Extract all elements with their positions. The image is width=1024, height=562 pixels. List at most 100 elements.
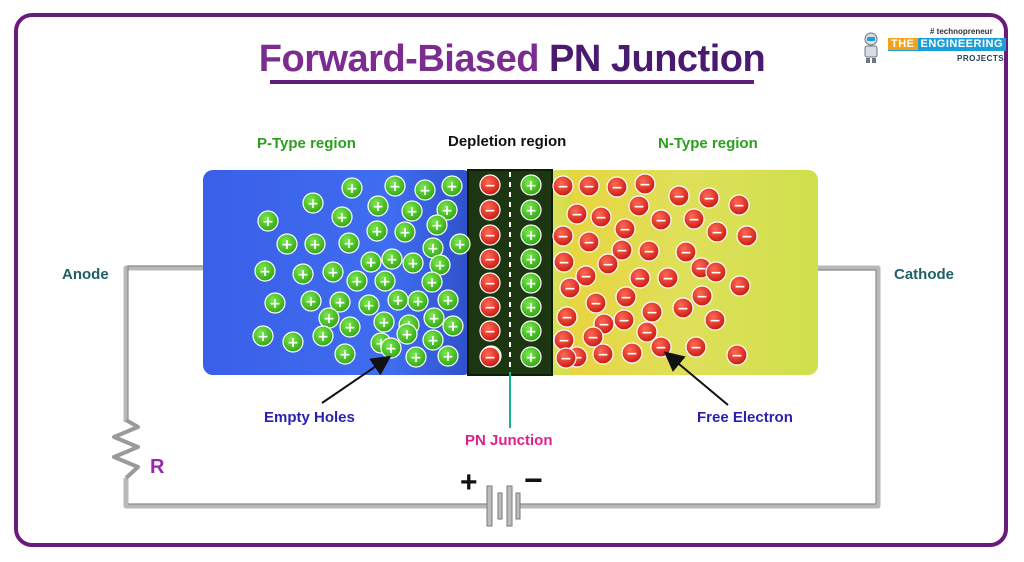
hole-symbol: + bbox=[334, 295, 346, 311]
resistor-label: R bbox=[150, 456, 165, 478]
hole-symbol: + bbox=[297, 267, 309, 283]
electron-symbol: − bbox=[598, 317, 610, 333]
electron bbox=[704, 309, 726, 331]
anode-label: Anode bbox=[62, 266, 109, 283]
hole-symbol: + bbox=[441, 203, 453, 219]
electron bbox=[613, 309, 635, 331]
electron bbox=[578, 175, 600, 197]
hole-symbol: + bbox=[431, 218, 443, 234]
electron-symbol: − bbox=[731, 348, 743, 364]
hole bbox=[520, 199, 542, 221]
hole-symbol: + bbox=[525, 252, 537, 268]
logo-subline: PROJECTS bbox=[957, 54, 1005, 63]
hole-symbol: + bbox=[371, 224, 383, 240]
electron bbox=[578, 231, 600, 253]
electron-symbol: − bbox=[690, 340, 702, 356]
electron bbox=[634, 173, 656, 195]
electron-symbol: − bbox=[703, 191, 715, 207]
free-electron-label: Free Electron bbox=[697, 409, 793, 426]
hole bbox=[426, 214, 448, 236]
electron bbox=[566, 203, 588, 225]
electron-symbol: − bbox=[709, 313, 721, 329]
electron-symbol: − bbox=[688, 212, 700, 228]
hole-symbol: + bbox=[525, 178, 537, 194]
electron-symbol: − bbox=[626, 346, 638, 362]
hole bbox=[331, 206, 353, 228]
electron bbox=[685, 336, 707, 358]
hole bbox=[312, 325, 334, 347]
electron bbox=[575, 265, 597, 287]
electron-symbol: − bbox=[484, 252, 496, 268]
hole bbox=[360, 251, 382, 273]
electron-symbol: − bbox=[583, 235, 595, 251]
electron-symbol: − bbox=[655, 213, 667, 229]
hole-symbol: + bbox=[375, 336, 387, 352]
electron bbox=[552, 225, 574, 247]
electron-symbol: − bbox=[618, 313, 630, 329]
electron-symbol: − bbox=[484, 324, 496, 340]
hole bbox=[341, 177, 363, 199]
electron bbox=[736, 225, 758, 247]
hole bbox=[339, 316, 361, 338]
hole bbox=[367, 195, 389, 217]
electron-symbol: − bbox=[580, 269, 592, 285]
electron-symbol: − bbox=[484, 300, 496, 316]
hole-symbol: + bbox=[401, 327, 413, 343]
electron-symbol: − bbox=[597, 347, 609, 363]
n-type-label: N-Type region bbox=[658, 135, 758, 152]
hole-symbol: + bbox=[446, 179, 458, 195]
resistor bbox=[112, 418, 140, 480]
hole bbox=[437, 345, 459, 367]
hole bbox=[358, 294, 380, 316]
electron-symbol: − bbox=[595, 210, 607, 226]
hole bbox=[407, 290, 429, 312]
electron bbox=[614, 218, 636, 240]
hole-symbol: + bbox=[269, 296, 281, 312]
electron-symbol: − bbox=[571, 207, 583, 223]
electron-symbol: − bbox=[696, 289, 708, 305]
hole-symbol: + bbox=[392, 293, 404, 309]
hole-symbol: + bbox=[385, 341, 397, 357]
hole bbox=[429, 254, 451, 276]
electron bbox=[479, 174, 501, 196]
hole-symbol: + bbox=[379, 274, 391, 290]
electron-symbol: − bbox=[616, 243, 628, 259]
hole-symbol: + bbox=[412, 294, 424, 310]
electron-symbol: − bbox=[564, 281, 576, 297]
hole bbox=[374, 270, 396, 292]
electron bbox=[556, 306, 578, 328]
hole bbox=[437, 289, 459, 311]
hole-symbol: + bbox=[407, 256, 419, 272]
robot-icon bbox=[864, 32, 878, 63]
depletion-label: Depletion region bbox=[448, 133, 567, 150]
hole bbox=[520, 272, 542, 294]
hole-symbol: + bbox=[262, 214, 274, 230]
electron-symbol: − bbox=[680, 245, 692, 261]
electron-symbol: − bbox=[711, 225, 723, 241]
electron bbox=[672, 297, 694, 319]
electron-symbol: − bbox=[557, 229, 569, 245]
hole-symbol: + bbox=[442, 293, 454, 309]
electron-symbol: − bbox=[673, 189, 685, 205]
electron-symbol: − bbox=[733, 198, 745, 214]
battery-plus-label: + bbox=[460, 466, 478, 499]
hole bbox=[304, 233, 326, 255]
electron bbox=[628, 195, 650, 217]
electron-symbol: − bbox=[620, 290, 632, 306]
hole bbox=[520, 248, 542, 270]
electron-symbol: − bbox=[602, 257, 614, 273]
hole bbox=[257, 210, 279, 232]
hole bbox=[302, 192, 324, 214]
electron bbox=[641, 301, 663, 323]
electron bbox=[597, 253, 619, 275]
hole-symbol: + bbox=[257, 329, 269, 345]
hole bbox=[322, 261, 344, 283]
electron-symbol: − bbox=[611, 180, 623, 196]
electron bbox=[726, 344, 748, 366]
electron bbox=[479, 272, 501, 294]
hole-symbol: + bbox=[307, 196, 319, 212]
hole-symbol: + bbox=[406, 204, 418, 220]
hole bbox=[366, 220, 388, 242]
electron bbox=[729, 275, 751, 297]
